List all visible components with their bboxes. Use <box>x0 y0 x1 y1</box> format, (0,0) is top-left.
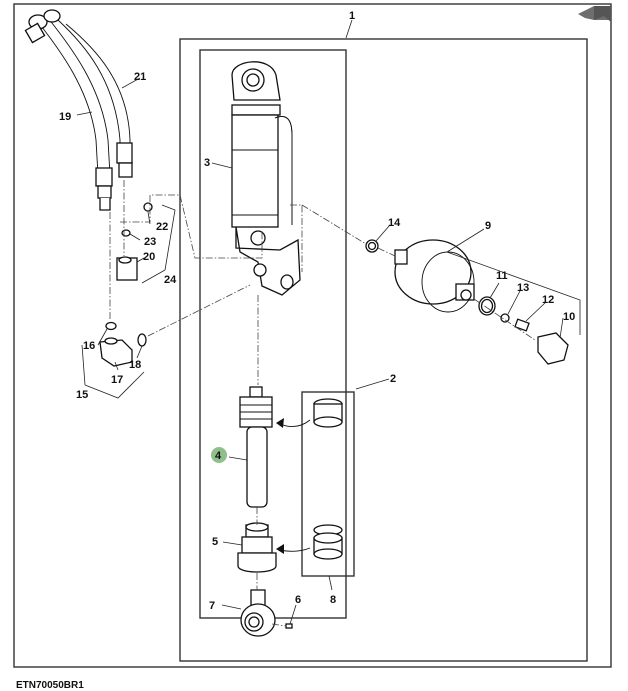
o-ring-22 <box>143 202 153 212</box>
callout-19[interactable]: 19 <box>59 111 71 123</box>
callout-1[interactable]: 1 <box>349 10 355 22</box>
o-ring-23 <box>121 229 131 237</box>
callout-6[interactable]: 6 <box>295 594 301 606</box>
callout-13[interactable]: 13 <box>517 282 529 294</box>
callout-8[interactable]: 8 <box>330 594 336 606</box>
seal-set-upper <box>313 398 343 428</box>
o-ring-18 <box>137 333 147 347</box>
hose-21 <box>57 19 133 178</box>
install-arrows <box>276 418 311 554</box>
callout-5[interactable]: 5 <box>212 536 218 548</box>
callout-21[interactable]: 21 <box>134 71 146 83</box>
callout-22[interactable]: 22 <box>156 221 168 233</box>
valve-12 <box>514 318 530 332</box>
callout-23[interactable]: 23 <box>144 236 156 248</box>
callout-20[interactable]: 20 <box>143 251 155 263</box>
callout-24[interactable]: 24 <box>164 274 177 286</box>
elbow-fitting-17 <box>99 337 133 367</box>
seal-set-lower <box>313 524 343 560</box>
o-ring-11 <box>478 296 496 316</box>
callout-9[interactable]: 9 <box>485 220 491 232</box>
seal-kit-8-frame <box>301 391 355 577</box>
callout-17[interactable]: 17 <box>111 374 123 386</box>
piston-rod-4 <box>239 386 273 508</box>
o-ring-14 <box>365 239 379 253</box>
callout-12[interactable]: 12 <box>542 294 554 306</box>
outer-frame <box>13 3 612 668</box>
rod-eye-7 <box>240 589 276 637</box>
callout-4[interactable]: 4 <box>215 450 222 462</box>
hose-19 <box>37 17 113 211</box>
callout-15[interactable]: 15 <box>76 389 88 401</box>
leader-lines <box>76 19 581 625</box>
hose-fittings-top <box>24 9 61 44</box>
callout-4-highlight[interactable] <box>211 447 227 463</box>
o-ring-16 <box>105 321 117 331</box>
callout-16[interactable]: 16 <box>83 340 95 352</box>
fitting-20 <box>116 256 138 281</box>
callout-2[interactable]: 2 <box>390 373 396 385</box>
grease-fitting-6 <box>285 623 293 629</box>
callout-7[interactable]: 7 <box>209 600 215 612</box>
gland-5 <box>237 522 277 573</box>
callout-14[interactable]: 14 <box>388 217 401 229</box>
callout-11[interactable]: 11 <box>496 270 508 282</box>
cap-10 <box>537 332 569 365</box>
cylinder-3 <box>231 61 301 296</box>
figure-reference-code: ETN70050BR1 <box>16 680 84 691</box>
callout-10[interactable]: 10 <box>563 311 575 323</box>
callout-18[interactable]: 18 <box>129 359 141 371</box>
callout-3[interactable]: 3 <box>204 157 210 169</box>
washer-13 <box>500 313 510 323</box>
accumulator-9 <box>394 239 475 313</box>
next-page-arrow-icon[interactable] <box>578 6 611 22</box>
assembly-1-frame <box>179 38 588 662</box>
